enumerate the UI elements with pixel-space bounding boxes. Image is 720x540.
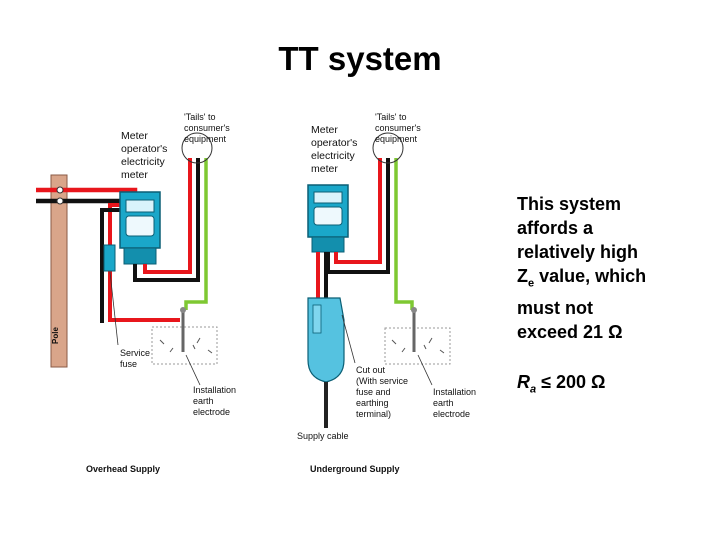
side-line-1: This system [517,194,622,214]
neutral-down-lead [100,208,124,323]
side-line-2: affords a [517,218,594,238]
pole [50,174,68,368]
side-line-4: Ze value, which [517,266,647,290]
tails-phase-right [334,158,382,264]
earth-electrode-label-right: Installation earth electrode [433,387,477,419]
side-explanation: This system affords a relatively high Ze… [517,192,707,344]
slide-title: TT system [278,40,442,77]
earth-electrode-label-left: Installation earth electrode [193,385,237,417]
meter-label-left: Meter operator's electricity meter [121,130,168,181]
underground-supply-diagram [307,132,451,428]
tails-earth-right [394,158,414,310]
tails-label-right: 'Tails' to consumer's equipment [375,112,421,144]
tails-circle-left [181,132,213,164]
service-fuse-label: Service fuse [120,348,151,369]
side-line-3: relatively high [517,242,639,262]
meter-label-right: Meter operator's electricity meter [311,124,358,175]
supply-cable-label: Supply cable [297,431,349,441]
underground-supply-caption: Underground Supply [310,464,400,474]
tails-circle-right [372,132,404,164]
side-line-5: must not [517,297,593,318]
tails-phase [143,158,192,274]
tails-label-left: 'Tails' to consumer's equipment [184,112,230,144]
side-line-6: exceed 21 Ω [517,321,623,342]
overhead-supply-diagram [36,132,218,386]
overhead-supply-caption: Overhead Supply [86,464,161,474]
pole-label: Pole [51,327,60,344]
ra-limit: Ra ≤ 200 Ω [517,372,606,396]
tails-neutral [133,158,200,282]
service-fuse [103,244,116,272]
earth-ground-right [384,327,451,365]
cutout-label: Cut out (With service fuse and earthing … [356,365,409,419]
tails-earth [184,158,208,310]
